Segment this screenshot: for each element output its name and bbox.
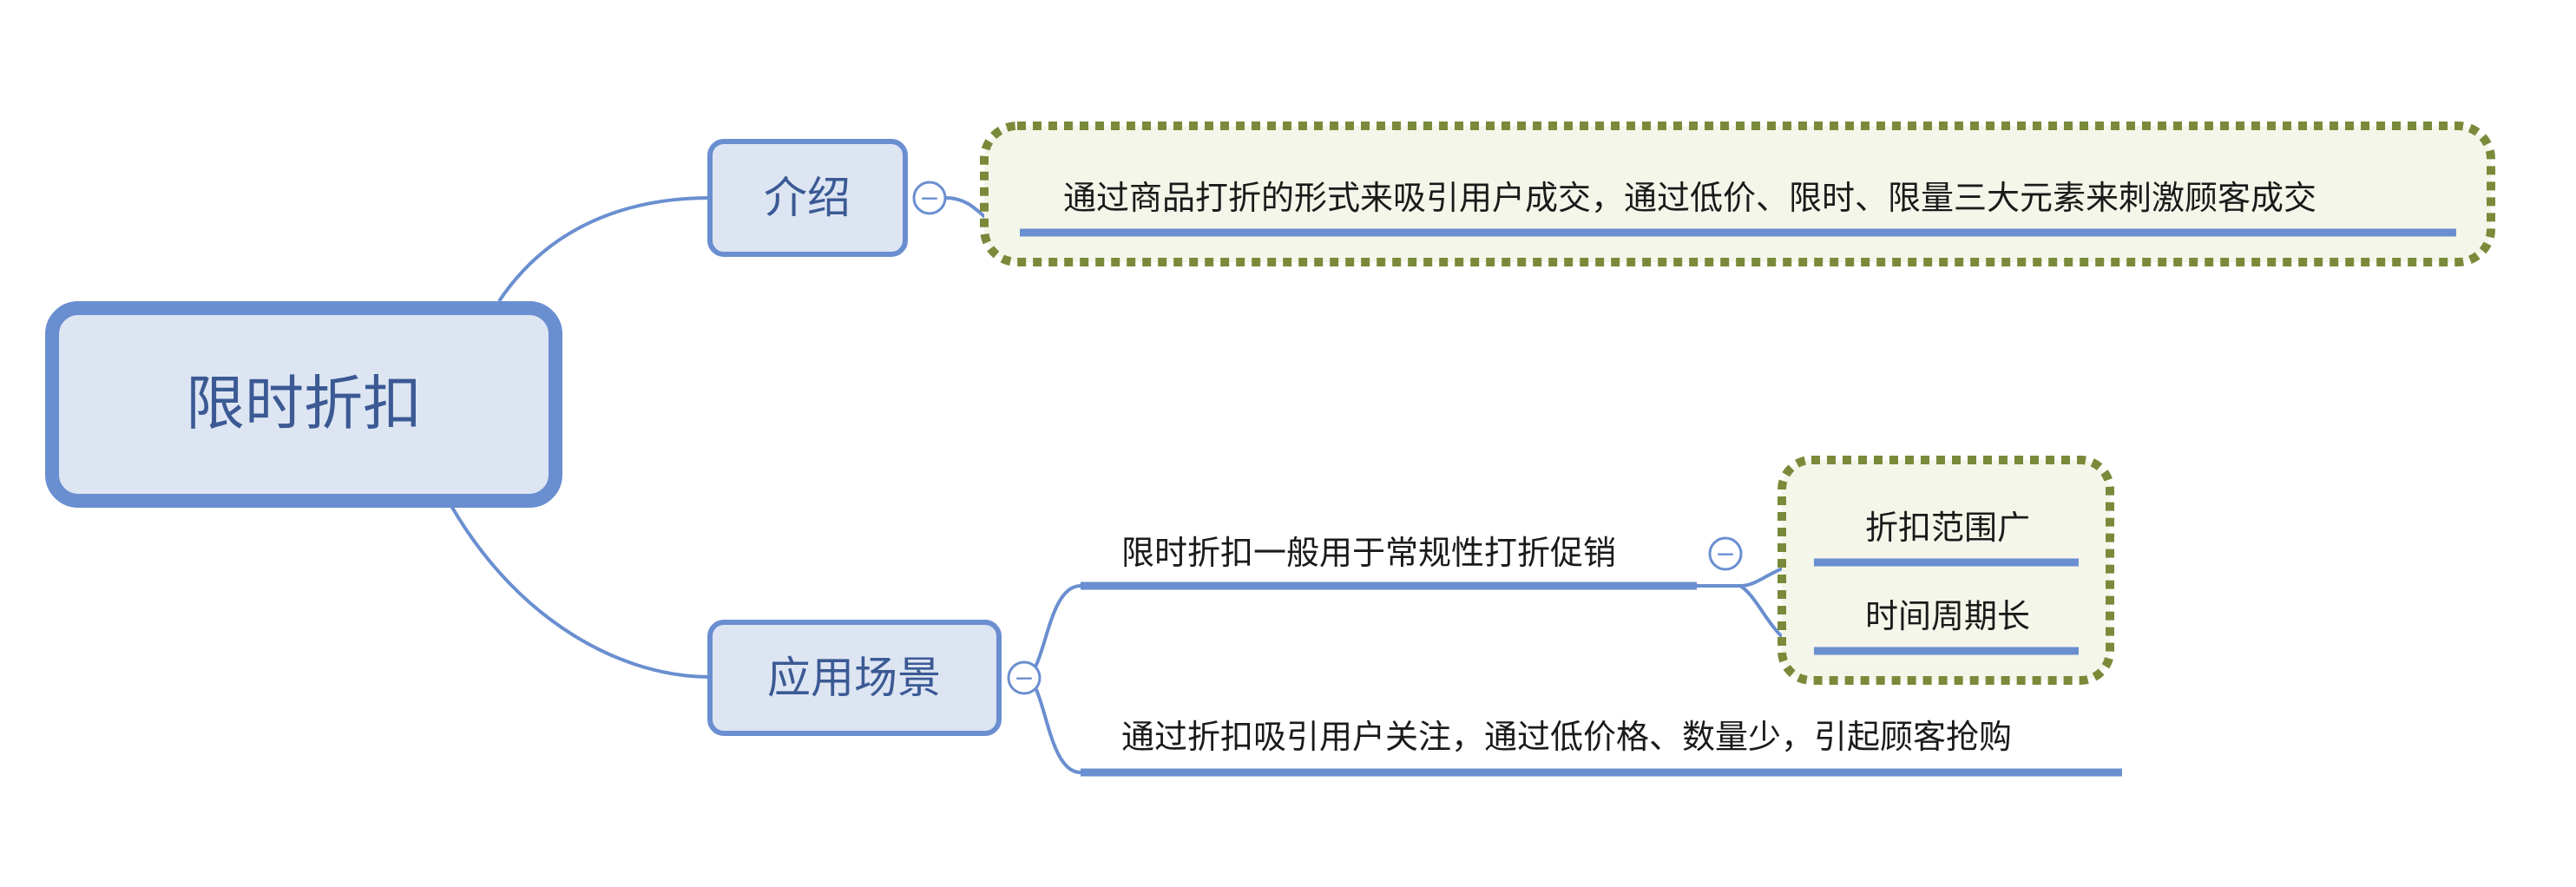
subtopic-attract[interactable]: 通过折扣吸引用户关注，通过低价格、数量少，引起顾客抢购 bbox=[1081, 718, 2122, 777]
leaf-discount-range-label: 折扣范围广 bbox=[1865, 509, 2030, 547]
topic-scenes-label: 应用场景 bbox=[767, 653, 941, 703]
subtopic-usage-label: 限时折扣一般用于常规性打折促销 bbox=[1121, 534, 1616, 572]
svg-text:−: − bbox=[919, 184, 939, 213]
connectors bbox=[450, 196, 1815, 774]
collapse-icon bbox=[912, 181, 947, 215]
collapse-toggle-usage[interactable]: − bbox=[1708, 536, 1743, 571]
root-node[interactable]: 限时折扣 bbox=[45, 301, 562, 508]
svg-text:−: − bbox=[1715, 540, 1735, 568]
subtopic-usage[interactable]: 限时折扣一般用于常规性打折促销 bbox=[1081, 534, 1697, 590]
subtopic-attract-label: 通过折扣吸引用户关注，通过低价格、数量少，引起顾客抢购 bbox=[1121, 718, 2012, 756]
boundary-usage[interactable] bbox=[1778, 456, 2114, 685]
connector-root-intro bbox=[497, 196, 711, 303]
leaf-time-period-label: 时间周期长 bbox=[1865, 597, 2030, 635]
subtopic-intro-description-label: 通过商品打折的形式来吸引用户成交，通过低价、限时、限量三大元素来刺激顾客成交 bbox=[1063, 179, 2316, 217]
root-node-label: 限时折扣 bbox=[186, 371, 422, 439]
subtopic-intro-description[interactable]: 通过商品打折的形式来吸引用户成交，通过低价、限时、限量三大元素来刺激顾客成交 bbox=[1020, 179, 2456, 237]
svg-text:−: − bbox=[1014, 664, 1034, 693]
collapse-icon bbox=[1708, 536, 1743, 571]
leaf-discount-range[interactable]: 折扣范围广 bbox=[1814, 509, 2079, 567]
boundary-intro[interactable] bbox=[980, 122, 2495, 266]
topic-scenes[interactable]: 应用场景 bbox=[707, 620, 1002, 736]
connector-root-scenes bbox=[450, 504, 711, 679]
collapse-icon bbox=[1007, 660, 1042, 695]
collapse-toggle-intro[interactable]: − bbox=[912, 181, 947, 215]
topic-intro[interactable]: 介绍 bbox=[707, 139, 908, 257]
collapse-toggle-scenes[interactable]: − bbox=[1007, 660, 1042, 695]
leaf-time-period[interactable]: 时间周期长 bbox=[1814, 597, 2079, 655]
topic-intro-label: 介绍 bbox=[764, 173, 851, 223]
